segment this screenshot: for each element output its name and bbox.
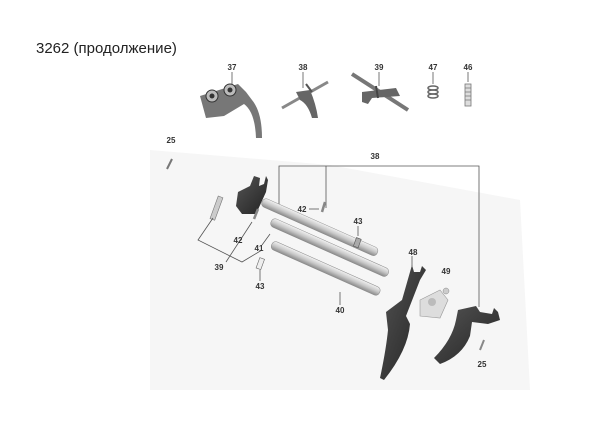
label-37: 37 [228,63,237,72]
label-38-top: 38 [299,63,308,72]
shift-rod-40[interactable] [270,240,381,296]
part-47-ring-spring[interactable] [427,72,439,99]
shift-fork-39[interactable] [236,176,268,214]
label-49: 49 [442,267,451,276]
label-43-lower: 43 [256,282,265,291]
label-25-right: 25 [478,360,487,369]
label-38: 38 [371,152,380,161]
part-37-shift-fork[interactable] [200,72,262,138]
label-47: 47 [429,63,438,72]
label-46: 46 [464,63,473,72]
shift-rod-38[interactable] [260,197,379,256]
selector-block-49[interactable] [419,287,450,319]
label-43-upper: 43 [354,217,363,226]
pin-43-upper[interactable] [353,237,362,249]
label-25-left: 25 [167,136,176,145]
label-48: 48 [409,248,418,257]
pin-42-left[interactable] [252,208,260,220]
part-39-rod-assembly[interactable] [350,72,410,112]
label-42-upper: 42 [298,205,307,214]
part-38-fork-rod[interactable] [281,72,329,118]
label-40: 40 [336,306,345,315]
label-39: 39 [215,263,224,272]
shift-fork-38[interactable] [434,306,500,364]
shift-fork-48[interactable] [380,265,426,380]
pin-43-lower[interactable] [255,257,265,271]
label-39-top: 39 [375,63,384,72]
shift-rod-41[interactable] [269,217,390,277]
part-46-coil-spring[interactable] [464,72,472,107]
pin-25-left[interactable] [166,158,173,170]
label-42-left: 42 [234,236,243,245]
pin-25-right[interactable] [479,339,485,351]
pin-42-upper[interactable] [320,201,327,213]
label-41: 41 [255,244,264,253]
page-title: 3262 (продолжение) [36,40,177,57]
